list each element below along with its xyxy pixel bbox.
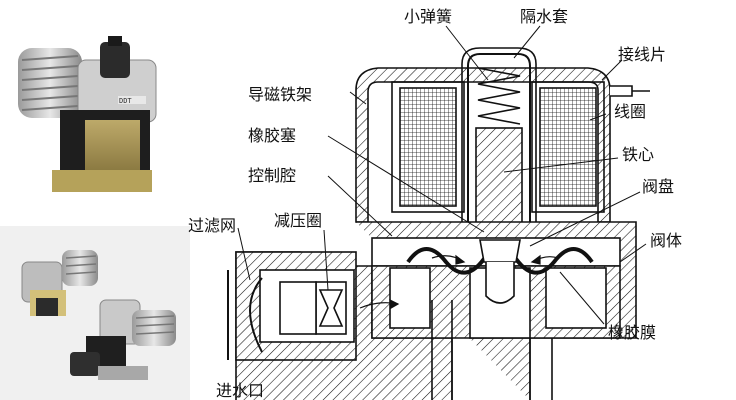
label-control-chamber: 控制腔: [248, 166, 296, 185]
label-iron-core: 铁心: [622, 145, 654, 164]
coil-left: [399, 87, 457, 207]
coil-right: [539, 87, 597, 207]
solenoid-valve-photo-bottom: [21, 250, 176, 380]
valve-disc-part: [479, 239, 521, 263]
label-pressure-ring: 减压圈: [274, 211, 322, 230]
solenoid-valve-photo-top: DDT: [18, 36, 157, 192]
label-valve-disc: 阀盘: [642, 177, 674, 196]
terminal-part: [610, 85, 633, 97]
label-small-spring: 小弹簧: [404, 7, 452, 26]
flow-arrows: [359, 254, 559, 309]
label-valve-body: 阀体: [650, 231, 682, 250]
leader-lines: [237, 25, 647, 325]
product-photos: DDT: [0, 0, 190, 400]
labels-group: 小弹簧 隔水套 接线片 导磁铁架 线圈 橡胶塞 铁心 控制腔 阀盘 过滤网 减压…: [188, 7, 682, 400]
filter-screen-part: [249, 277, 263, 353]
isolation-sleeve-part: [467, 53, 531, 240]
label-rubber-membrane: 橡胶膜: [608, 323, 656, 342]
label-rubber-plug: 橡胶塞: [248, 126, 296, 145]
label-isolation-sleeve: 隔水套: [520, 7, 568, 26]
spring-part: [477, 67, 521, 125]
rubber-membrane-part: [406, 247, 594, 275]
iron-core-part: [475, 127, 523, 229]
label-magnetic-frame: 导磁铁架: [248, 85, 312, 104]
label-coil: 线圈: [614, 102, 646, 121]
label-inlet: 进水口: [216, 381, 264, 400]
label-filter-screen: 过滤网: [188, 216, 236, 235]
photo-badge-text: DDT: [119, 97, 132, 105]
label-terminal: 接线片: [618, 45, 666, 64]
